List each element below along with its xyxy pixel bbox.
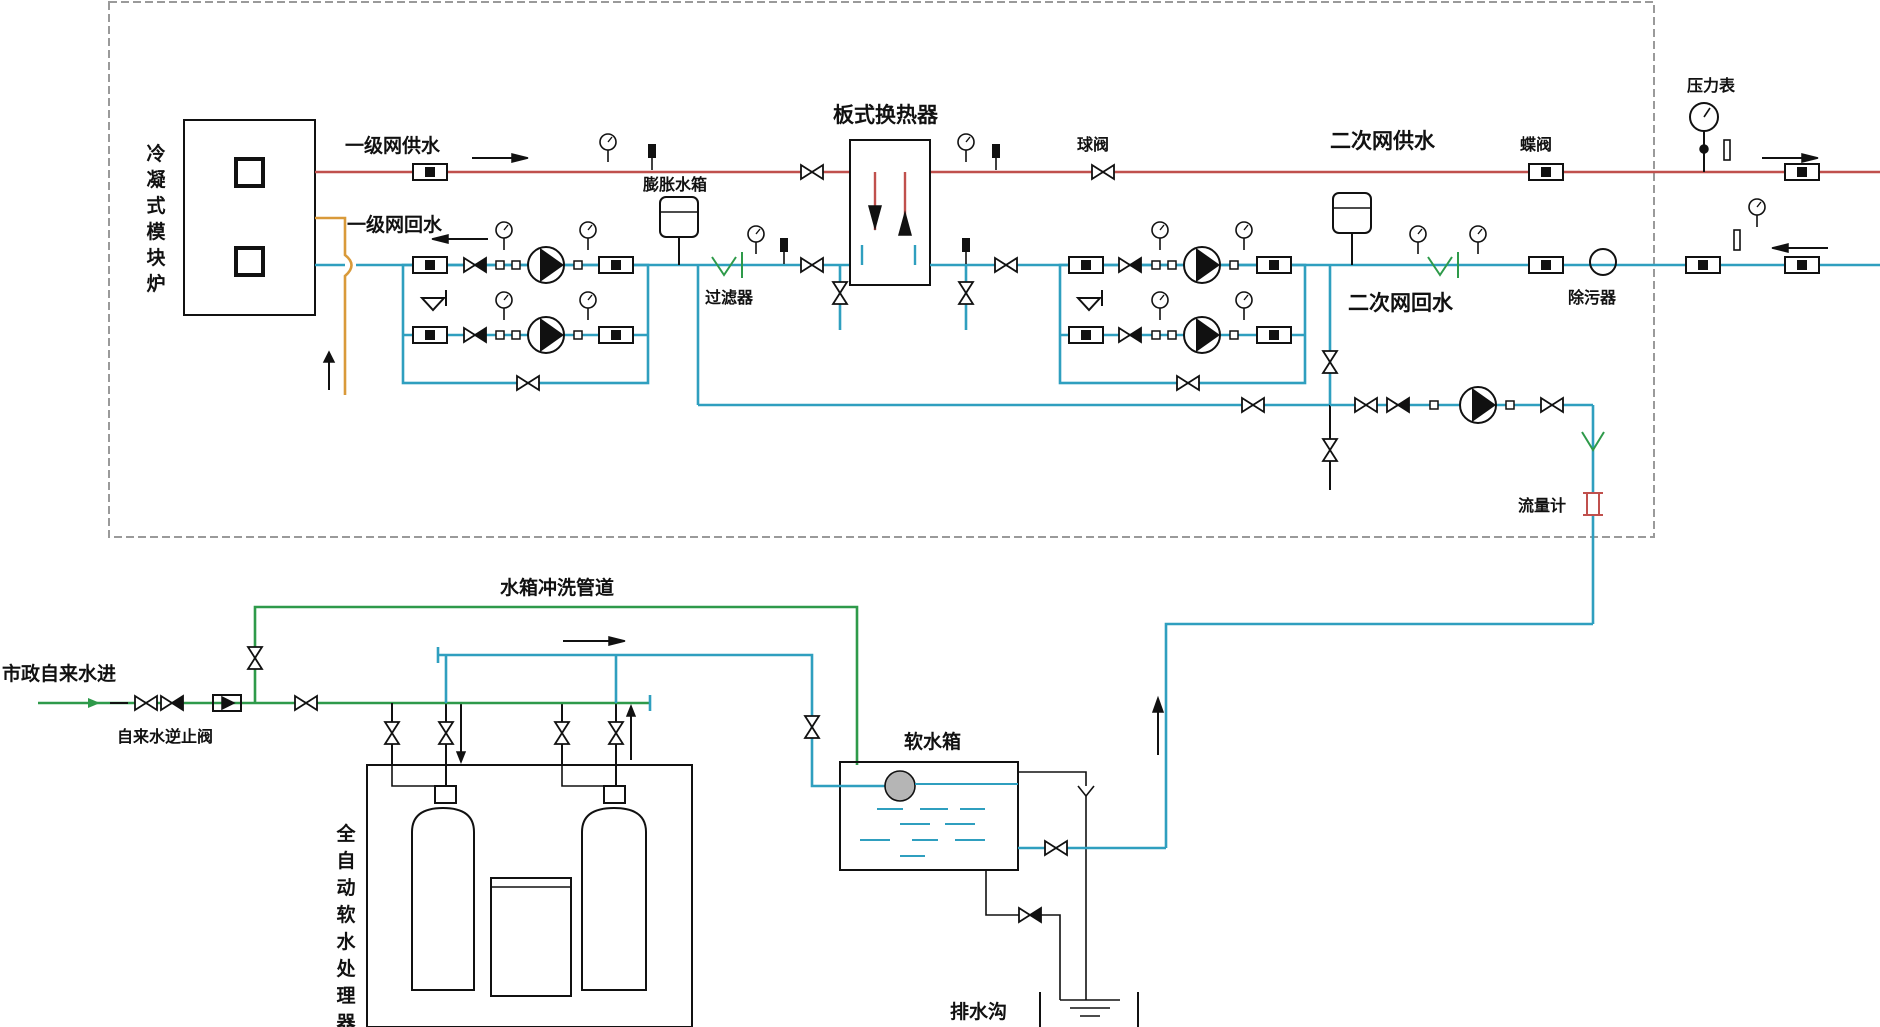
pressure-gauge-label: 压力表 [1687,76,1736,95]
boiler-window-top [234,157,265,188]
boiler-label: 冷凝式模块炉冷凝式模块炉 [146,142,166,295]
flow-meter-label: 流量计 [1518,496,1566,515]
ball-valve-label: 球阀 [1077,135,1109,154]
drain-label: 排水沟 [950,1000,1007,1023]
dirt-separator [1589,248,1617,276]
boiler [183,119,316,316]
flow-meter [1586,492,1600,516]
orange-pipe [315,216,353,395]
drain-trench [1039,992,1139,1027]
plate-hx-label: 板式换热器 [833,103,939,127]
butterfly-valve-label: 蝶阀 [1520,135,1552,154]
plate-heat-exchanger [849,139,931,286]
tank-flush-pipe-label: 水箱冲洗管道 [500,576,614,599]
secondary-expansion-tank [1332,192,1372,234]
primary-supply-label: 一级网供水 [345,134,441,157]
soft-water-tank-label: 软水箱 [904,730,961,753]
boiler-room-boundary [108,1,1655,538]
boiler-window-bottom [234,246,265,277]
backflow-preventer-label: 自来水逆止阀 [117,727,213,746]
secondary-supply-label: 二次网供水 [1330,129,1436,153]
softener-label: 全自动软水处理器全自动软水处理器 [335,822,356,1027]
secondary-return-label: 二次网回水 [1348,291,1454,315]
soft-water-tank [839,761,1019,871]
soft-water-line [438,653,814,765]
float-ball [884,770,916,802]
city-water-label: 市政自来水进 [2,662,116,685]
primary-return-label: 一级网回水 [347,213,443,236]
dirt-separator-label: 除污器 [1568,288,1617,307]
expansion-tank [659,196,699,238]
softener [366,764,693,1027]
filter-label: 过滤器 [705,288,754,307]
expansion-tank-label: 膨胀水箱 [643,175,707,194]
